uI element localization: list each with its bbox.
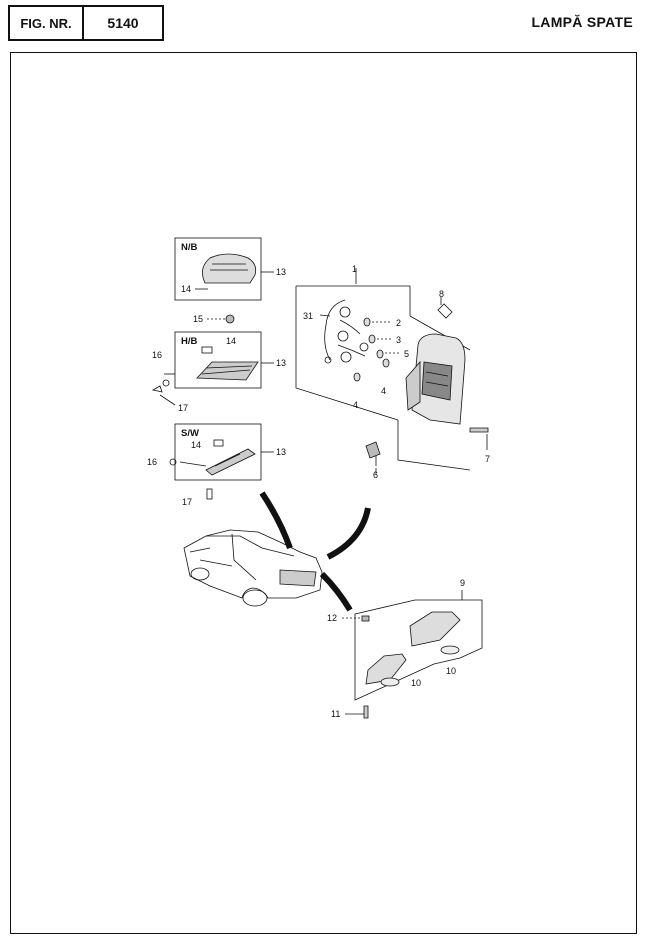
figure-number-value: 5140: [84, 5, 164, 41]
callout-5: 5: [404, 349, 409, 359]
callout-1: 1: [352, 264, 357, 274]
figure-number-label: FIG. NR.: [8, 5, 84, 41]
callout-16a: 16: [152, 350, 162, 360]
callout-13c: 13: [276, 447, 286, 457]
callout-3: 3: [396, 335, 401, 345]
callout-13b: 13: [276, 358, 286, 368]
callout-17a: 17: [178, 403, 188, 413]
sw-group-box: [174, 423, 274, 481]
callout-14c: 14: [191, 440, 201, 450]
group-label-hb: H/B: [181, 336, 198, 347]
callout-4a: 4: [353, 400, 358, 410]
callout-10a: 10: [411, 678, 421, 688]
callout-31: 31: [303, 311, 313, 321]
callout-9: 9: [460, 578, 465, 588]
license-plate-lamp-assembly: [342, 599, 483, 719]
callout-4b: 4: [381, 386, 386, 396]
hb-group-box: [164, 331, 274, 389]
callout-16b: 16: [147, 457, 157, 467]
callout-14b: 14: [226, 336, 236, 346]
diagram-frame: [10, 52, 637, 934]
callout-11: 11: [331, 709, 340, 719]
callout-7: 7: [485, 454, 490, 464]
callout-10b: 10: [446, 666, 456, 676]
callout-2: 2: [396, 318, 401, 328]
callout-8: 8: [439, 289, 444, 299]
nb-group-box: [174, 237, 274, 301]
group-label-nb: N/B: [181, 242, 198, 253]
car-silhouette: [183, 529, 323, 607]
callout-12: 12: [327, 613, 337, 623]
callout-6: 6: [373, 470, 378, 480]
callout-13a: 13: [276, 267, 286, 277]
tail-lamp-assembly: [295, 285, 489, 471]
group-label-sw: S/W: [181, 428, 199, 439]
page-title: LAMPĂ SPATE: [531, 14, 633, 30]
callout-14a: 14: [181, 284, 191, 294]
callout-15: 15: [193, 314, 203, 324]
callout-17b: 17: [182, 497, 192, 507]
